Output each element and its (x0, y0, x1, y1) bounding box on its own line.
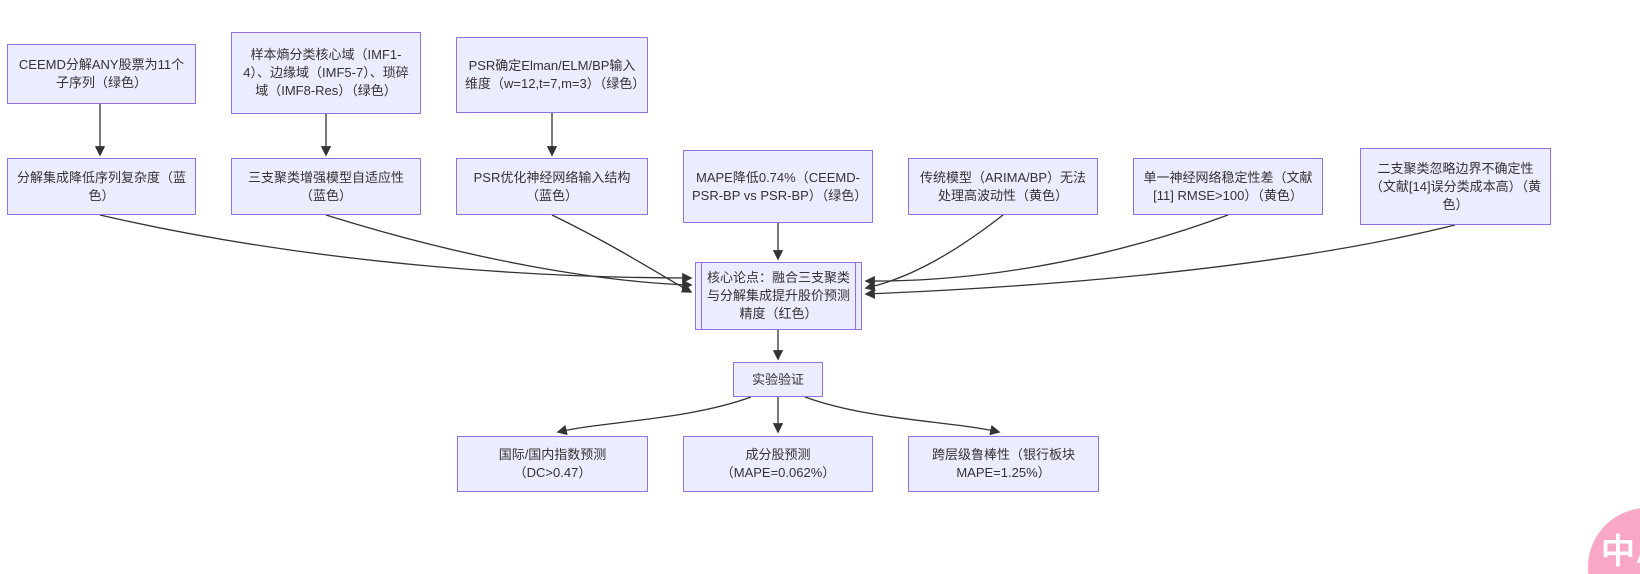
edge-validation-to-index (556, 396, 752, 436)
node-sample-entropy-domains: 样本熵分类核心域（IMF1-4）、边缘域（IMF5-7）、琐碎域（IMF8-Re… (231, 32, 421, 114)
node-cross-level-robustness: 跨层级鲁棒性（银行板块 MAPE=1.25%） (908, 436, 1099, 492)
translate-widget-button[interactable]: 中A (1588, 508, 1640, 574)
node-experiment-validation: 实验验证 (733, 362, 823, 397)
node-psr-input-dimension: PSR确定Elman/ELM/BP输入维度（w=12,t=7,m=3）（绿色） (456, 37, 648, 113)
edge-validation-to-robustness (804, 396, 1001, 436)
edge-singlenn-to-core (864, 214, 1229, 287)
node-psr-optimizes-input: PSR优化神经网络输入结构（蓝色） (456, 158, 648, 215)
edge-twoway-to-core (864, 224, 1456, 299)
edge-structure-to-core (551, 214, 693, 293)
node-mape-improvement: MAPE降低0.74%（CEEMD-PSR-BP vs PSR-BP）（绿色） (683, 150, 873, 223)
node-three-way-clustering-adaptivity: 三支聚类增强模型自适应性（蓝色） (231, 158, 421, 215)
node-ceemd-decompose: CEEMD分解ANY股票为11个子序列（绿色） (7, 44, 196, 104)
edge-traditional-to-core (864, 214, 1004, 292)
translate-icon: 中A (1601, 533, 1640, 571)
node-decomposition-reduces-complexity: 分解集成降低序列复杂度（蓝色） (7, 158, 196, 215)
node-core-thesis: 核心论点：融合三支聚类与分解集成提升股价预测精度（红色） (695, 262, 862, 330)
node-index-prediction: 国际/国内指数预测（DC>0.47） (457, 436, 648, 492)
edge-complexity-to-core (99, 214, 693, 284)
node-two-way-clustering-limitation: 二支聚类忽略边界不确定性（文献[14]误分类成本高）（黄色） (1360, 148, 1551, 225)
edge-adaptivity-to-core (325, 214, 693, 290)
node-constituent-prediction: 成分股预测（MAPE=0.062%） (683, 436, 873, 492)
node-traditional-model-limitation: 传统模型（ARIMA/BP）无法处理高波动性（黄色） (908, 158, 1098, 215)
node-single-nn-instability: 单一神经网络稳定性差（文献[11] RMSE>100）（黄色） (1133, 158, 1323, 215)
